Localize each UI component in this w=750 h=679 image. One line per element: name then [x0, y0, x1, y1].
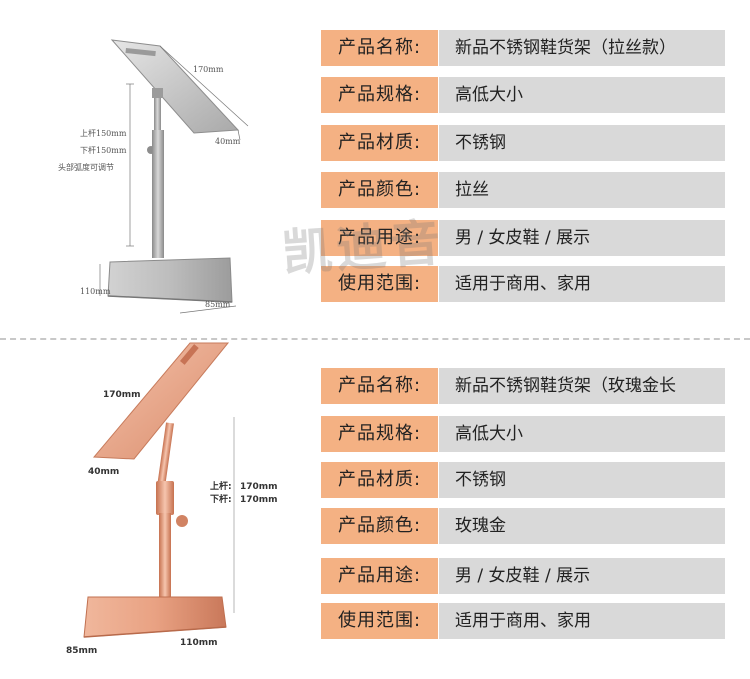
top-plate [92, 342, 230, 460]
plate-lip [125, 48, 156, 57]
panel-divider [0, 338, 750, 340]
spec-value: 高低大小 [439, 77, 725, 113]
brushed-shoe-rack-image: 170mm 40mm 上杆150mm 下杆150mm 头部弧度可调节 110mm… [58, 39, 249, 314]
spec-row-color: 产品颜色: 玫瑰金 [321, 508, 725, 544]
adjust-knob [176, 515, 188, 527]
lower-rod [152, 130, 164, 258]
spec-label: 产品用途: [321, 558, 438, 594]
dim-depth-label: 40mm [215, 137, 241, 146]
spec-row-material: 产品材质: 不锈钢 [321, 462, 725, 498]
base-width-label: 85mm [205, 300, 231, 309]
spec-row-scope: 使用范围: 适用于商用、家用 [321, 603, 725, 639]
spec-label: 使用范围: [321, 266, 438, 302]
adjustable-note: 头部弧度可调节 [58, 162, 114, 172]
dim-width-label: 170mm [193, 65, 224, 74]
spec-label: 产品用途: [321, 220, 438, 256]
lower-rod [156, 481, 174, 515]
spec-row-size: 产品规格: 高低大小 [321, 77, 725, 113]
spec-value: 新品不锈钢鞋货架（拉丝款） [439, 30, 725, 66]
lower-rod-label: 下杆: [210, 493, 232, 505]
watermark: 凯迪音 [280, 213, 447, 283]
spec-label: 产品颜色: [321, 172, 438, 208]
rose-gold-shoe-rack-image: 170mm 40mm 上杆: 170mm 下杆: 170mm 110mm 85m… [66, 342, 278, 656]
top-plate [110, 39, 240, 134]
spec-label: 产品颜色: [321, 508, 438, 544]
product-panel-rose-gold: 170mm 40mm 上杆: 170mm 下杆: 170mm 110mm 85m… [0, 341, 750, 679]
upper-rod-length: 上杆150mm [80, 128, 127, 138]
spec-label: 使用范围: [321, 603, 438, 639]
spec-value: 拉丝 [439, 172, 725, 208]
spec-label: 产品材质: [321, 462, 438, 498]
spec-row-name: 产品名称: 新品不锈钢鞋货架（拉丝款） [321, 30, 725, 66]
base-plate [83, 596, 227, 638]
upper-rod [154, 90, 161, 155]
spec-label: 产品规格: [321, 416, 438, 452]
spec-row-color: 产品颜色: 拉丝 [321, 172, 725, 208]
spec-label: 产品材质: [321, 125, 438, 161]
dim-depth-label: 40mm [88, 467, 119, 477]
lower-rod-length: 下杆150mm [80, 145, 127, 155]
spec-row-usage: 产品用途: 男 / 女皮鞋 / 展示 [321, 558, 725, 594]
spec-value: 高低大小 [439, 416, 725, 452]
upper-rod-label: 上杆: [210, 480, 232, 492]
upper-rod-value: 170mm [240, 482, 278, 492]
spec-value: 不锈钢 [439, 462, 725, 498]
spec-label: 产品名称: [321, 30, 438, 66]
spec-value: 适用于商用、家用 [439, 603, 725, 639]
product-panel-brushed: 170mm 40mm 上杆150mm 下杆150mm 头部弧度可调节 110mm… [0, 0, 750, 338]
plate-lip [180, 344, 199, 365]
base-width-label: 85mm [66, 646, 97, 656]
spec-value: 男 / 女皮鞋 / 展示 [439, 558, 725, 594]
spec-row-scope: 使用范围: 适用于商用、家用 [321, 266, 725, 302]
base-length-label: 110mm [80, 287, 111, 296]
spec-label: 产品名称: [321, 368, 438, 404]
base-length-label: 110mm [180, 638, 218, 648]
spec-value: 男 / 女皮鞋 / 展示 [439, 220, 725, 256]
upper-rod [157, 422, 174, 483]
spec-value: 不锈钢 [439, 125, 725, 161]
spec-row-material: 产品材质: 不锈钢 [321, 125, 725, 161]
spec-value: 玫瑰金 [439, 508, 725, 544]
base-plate [107, 257, 233, 303]
spec-value: 新品不锈钢鞋货架（玫瑰金长 [439, 368, 725, 404]
lower-rod-value: 170mm [240, 495, 278, 505]
spec-row-name: 产品名称: 新品不锈钢鞋货架（玫瑰金长 [321, 368, 725, 404]
dim-width-label: 170mm [103, 390, 141, 400]
spec-value: 适用于商用、家用 [439, 266, 725, 302]
spec-label: 产品规格: [321, 77, 438, 113]
spec-row-usage: 产品用途: 男 / 女皮鞋 / 展示 [321, 220, 725, 256]
spec-row-size: 产品规格: 高低大小 [321, 416, 725, 452]
